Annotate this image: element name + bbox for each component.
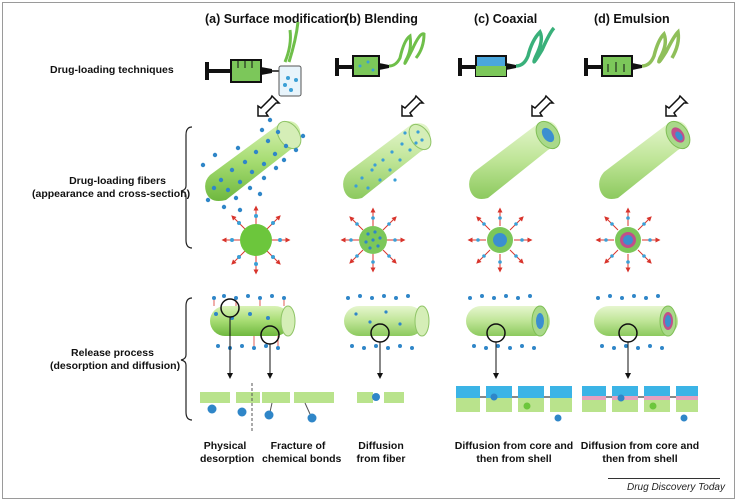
- cross-section-c: [467, 207, 533, 273]
- syringe-b: [335, 32, 426, 77]
- mechanism-c: [456, 386, 572, 422]
- release-fiber-c: [466, 294, 550, 379]
- cross-section-d: [595, 207, 661, 273]
- column-title-coaxial: (c) Coaxial: [474, 12, 538, 26]
- mechanism-a: [200, 383, 334, 432]
- column-title-emulsion: (d) Emulsion: [594, 12, 670, 26]
- column-title-surface-modification: (a) Surface modification: [205, 12, 348, 26]
- hollow-arrow-c: [531, 94, 555, 117]
- caption-coaxial-line2: then from shell: [476, 453, 552, 465]
- bracket-fibers: [180, 126, 193, 249]
- caption-physical-desorption-line1: Physical: [203, 440, 247, 452]
- caption-chemical-bonds-line2: chemical bonds: [262, 453, 342, 465]
- syringe-a: [205, 21, 302, 97]
- mechanism-d: [582, 386, 698, 422]
- caption-physical-desorption-line2: desorption: [200, 453, 255, 465]
- syringe-d: [584, 28, 681, 77]
- row-label-fibers-line2: (appearance and cross-section): [32, 188, 191, 200]
- caption-coaxial-line1: Diffusion from core and: [454, 440, 574, 452]
- release-fiber-d: [594, 294, 678, 379]
- fiber-coaxial: [469, 120, 561, 199]
- cross-section-a: [221, 205, 291, 275]
- release-fiber-b: [344, 294, 430, 379]
- column-title-blending: (b) Blending: [345, 12, 418, 26]
- row-label-release-line1: Release process: [71, 347, 154, 359]
- mechanism-b: [357, 392, 404, 403]
- syringe-c: [458, 26, 556, 77]
- row-label-fibers-line1: Drug-loading fibers: [69, 175, 166, 187]
- release-fiber-a: [210, 294, 296, 379]
- source-label: Drug Discovery Today: [626, 482, 725, 493]
- bracket-release: [180, 297, 193, 421]
- caption-diffusion-fiber-line1: Diffusion: [358, 440, 404, 452]
- fiber-surface-modification: [205, 120, 302, 201]
- fiber-emulsion: [599, 120, 691, 199]
- hollow-arrow-b: [401, 94, 425, 117]
- caption-chemical-bonds-line1: Fracture of: [270, 440, 326, 452]
- caption-emulsion-line2: then from shell: [602, 453, 678, 465]
- hollow-arrow-d: [665, 94, 689, 117]
- fiber-blending: [343, 123, 432, 199]
- source-rule: [608, 478, 720, 479]
- row-label-techniques: Drug-loading techniques: [50, 64, 174, 76]
- row-label-release-line2: (desorption and diffusion): [50, 360, 181, 372]
- caption-diffusion-fiber-line2: from fiber: [356, 453, 406, 465]
- caption-emulsion-line1: Diffusion from core and: [580, 440, 700, 452]
- hollow-arrow-a: [257, 94, 281, 117]
- cross-section-b: [340, 207, 406, 273]
